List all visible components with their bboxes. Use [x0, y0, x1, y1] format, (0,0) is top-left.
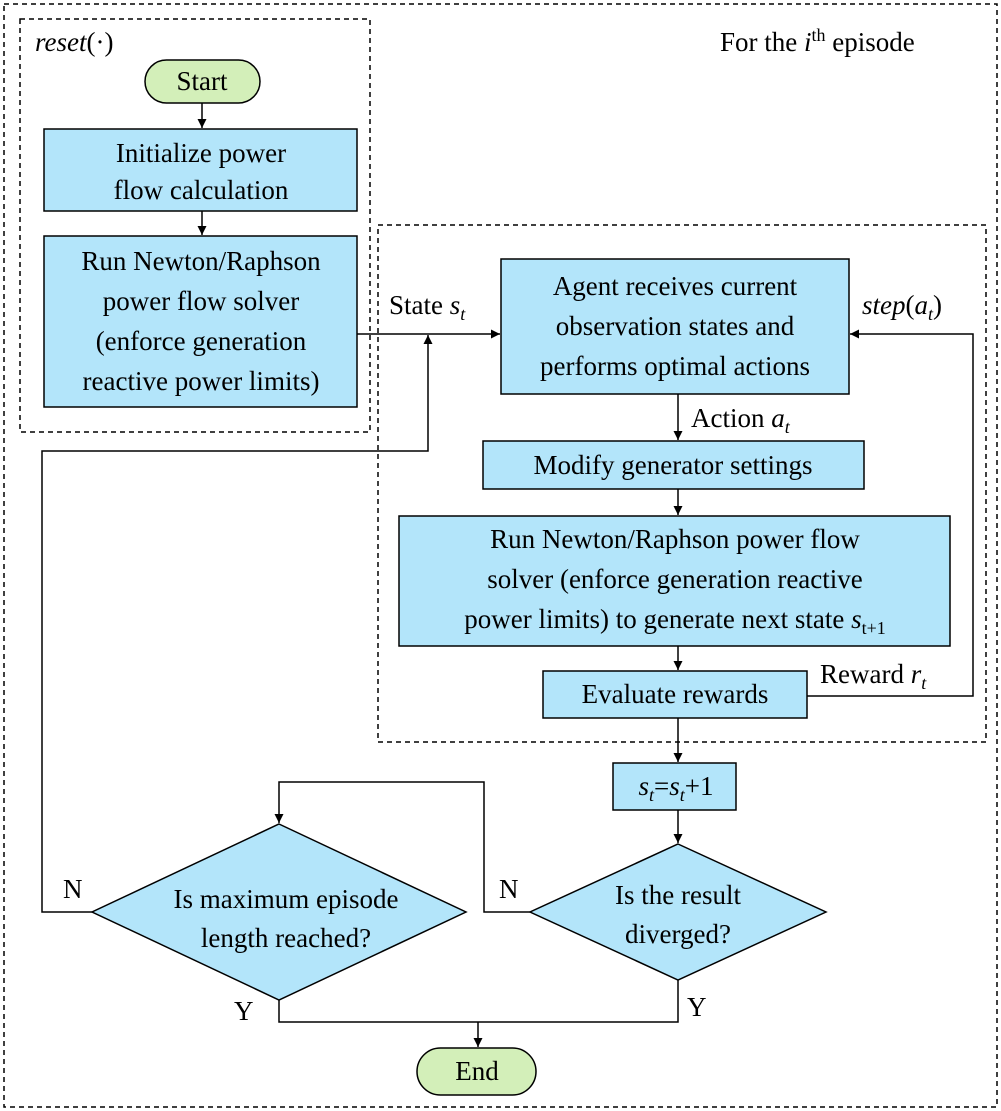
arrow-diverged-no-to-max-length — [274, 781, 530, 913]
action-label: Action at — [691, 403, 791, 437]
arrow-evaluate-to-agent — [807, 329, 974, 697]
end-terminal-shape — [416, 1047, 537, 1096]
arrow-max-length-no-loop — [41, 335, 433, 913]
run-nr-step-node: Run Newton/Raphson power flow solver (en… — [398, 515, 951, 647]
max-length-line-1: Is maximum episode — [174, 884, 399, 914]
reset-frame — [19, 18, 371, 433]
init-line-2: flow calculation — [114, 175, 289, 205]
reward-label: Reward rt — [820, 659, 927, 693]
reset-label: reset(·) — [35, 27, 113, 57]
increment-box — [612, 762, 737, 811]
modify-text: Modify generator settings — [534, 450, 813, 480]
run-nr-reset-line-4: reactive power limits) — [83, 366, 320, 396]
run-nr-reset-box — [43, 235, 358, 408]
evaluate-text: Evaluate rewards — [582, 679, 769, 709]
episode-label: For the ith episode — [720, 25, 915, 57]
step-frame — [377, 224, 987, 743]
run-nr-step-line-2: solver (enforce generation reactive — [487, 564, 863, 594]
end-node: End — [416, 1047, 537, 1096]
run-nr-step-line-3: power limits) to generate next state st+… — [464, 604, 886, 638]
line-max-length-yes — [278, 1000, 478, 1023]
end-text: End — [455, 1056, 499, 1086]
y-label-left: Y — [234, 996, 254, 1026]
max-length-decision: Is maximum episode length reached? — [90, 823, 468, 1001]
init-line-1: Initialize power — [116, 138, 286, 168]
step-label: step(at) — [862, 290, 942, 324]
modify-box — [482, 440, 865, 490]
agent-line-2: observation states and — [556, 311, 795, 341]
start-node: Start — [144, 59, 261, 104]
episode-frame — [3, 3, 998, 1108]
y-label-right: Y — [687, 992, 707, 1022]
init-box — [43, 128, 358, 212]
run-nr-reset-line-1: Run Newton/Raphson — [81, 246, 321, 276]
start-text: Start — [177, 66, 228, 96]
modify-node: Modify generator settings — [482, 440, 865, 490]
increment-text: st=st+1 — [638, 771, 713, 805]
n-label-right: N — [499, 874, 519, 904]
run-nr-reset-line-3: (enforce generation — [96, 326, 307, 356]
diverged-line-1: Is the result — [615, 880, 741, 910]
evaluate-node: Evaluate rewards — [542, 670, 808, 719]
state-label: State st — [389, 290, 466, 324]
n-label-left: N — [63, 874, 83, 904]
diverged-line-2: diverged? — [625, 919, 731, 949]
agent-node: Agent receives current observation state… — [500, 258, 850, 395]
max-length-line-2: length reached? — [201, 923, 371, 953]
diverged-diamond — [528, 843, 828, 981]
diverged-decision: Is the result diverged? — [528, 843, 828, 981]
run-nr-reset-line-2: power flow solver — [103, 286, 299, 316]
increment-node: st=st+1 — [612, 762, 737, 811]
run-nr-step-box — [398, 515, 951, 647]
run-nr-reset-node: Run Newton/Raphson power flow solver (en… — [43, 235, 358, 408]
init-node: Initialize power flow calculation — [43, 128, 358, 212]
agent-box — [500, 258, 850, 395]
line-diverged-yes — [478, 980, 679, 1023]
run-nr-step-line-1: Run Newton/Raphson power flow — [490, 524, 860, 554]
evaluate-box — [542, 670, 808, 719]
agent-line-1: Agent receives current — [553, 271, 798, 301]
agent-line-3: performs optimal actions — [540, 351, 810, 381]
